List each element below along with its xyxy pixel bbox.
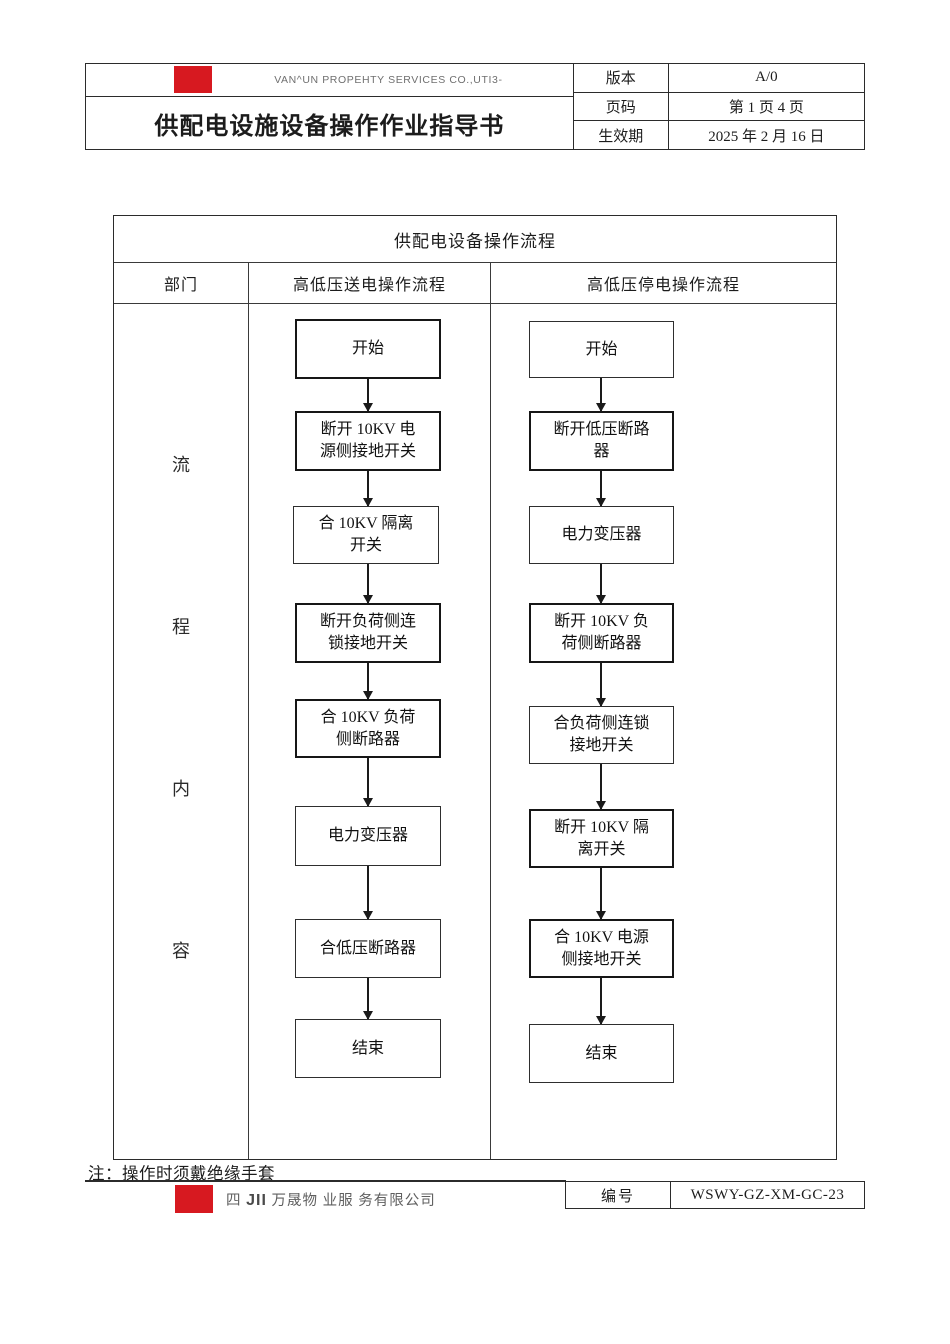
meta-row-version: 版本 A/0 xyxy=(574,64,864,92)
flow-step-box: 合 10KV 负荷侧断路器 xyxy=(295,699,441,758)
main-table: 供配电设备操作流程 部门 高低压送电操作流程 高低压停电操作流程 流 程 内 容… xyxy=(113,215,837,1160)
doc-code-table: 编号 WSWY-GZ-XM-GC-23 xyxy=(565,1181,865,1209)
flow-arrow-down xyxy=(596,978,606,1025)
flowchart-stop: 开始 断开低压断路器 电力变压器 断开 10KV 负荷侧断路器 合负荷侧连锁接地… xyxy=(491,304,836,1159)
footer-company-name: 四 JII 万晟物 业服 务有限公司 xyxy=(226,1189,436,1210)
header-left-section: VAN^UN PROPEHTY SERVICES CO.,UTI3- 供配电设施… xyxy=(86,64,573,149)
header-company-row: VAN^UN PROPEHTY SERVICES CO.,UTI3- xyxy=(86,64,573,97)
flow-step-box: 断开 10KV 隔离开关 xyxy=(529,809,674,868)
flow-arrow-down xyxy=(363,564,373,604)
flow-step-box: 断开 10KV 负荷侧断路器 xyxy=(529,603,674,663)
flow-step-box: 开始 xyxy=(529,321,674,378)
col-header-stop: 高低压停电操作流程 xyxy=(586,277,740,294)
flow-step-box: 断开低压断路器 xyxy=(529,411,674,471)
flow-step-box: 合 10KV 隔离开关 xyxy=(293,506,439,564)
header-meta-section: 版本 A/0 页码 第 1 页 4 页 生效期 2025 年 2 月 16 日 xyxy=(572,64,864,150)
dept-char: 容 xyxy=(172,941,190,961)
flow-table-title: 供配电设备操作流程 xyxy=(114,216,836,263)
footer-company-prefix: 四 xyxy=(226,1193,242,1209)
flow-step-box: 合 10KV 电源侧接地开关 xyxy=(529,919,674,978)
flow-step-box: 断开 10KV 电源侧接地开关 xyxy=(295,411,441,471)
flow-step-box: 合低压断路器 xyxy=(295,919,441,978)
doc-title: 供配电设施设备操作作业指导书 xyxy=(154,112,505,140)
flow-step-box: 结束 xyxy=(529,1024,674,1083)
footer-company-bold: JII xyxy=(246,1192,267,1209)
meta-row-page: 页码 第 1 页 4 页 xyxy=(573,91,864,121)
footer-divider xyxy=(85,1180,566,1182)
flow-arrow-down xyxy=(596,564,606,604)
col-header-dept: 部门 xyxy=(114,263,249,303)
footer-company-suffix: 万晟物 业服 务有限公司 xyxy=(271,1193,436,1209)
flow-table-body: 流 程 内 容 开始 断开 10KV 电源侧接地开关 合 10KV 隔离开关 断… xyxy=(114,304,836,1159)
flow-arrow-down xyxy=(596,868,606,920)
version-label: 版本 xyxy=(574,64,669,92)
col-header-send: 高低压送电操作流程 xyxy=(249,263,491,303)
meta-row-effective: 生效期 2025 年 2 月 16 日 xyxy=(573,120,864,150)
footer-company-logo xyxy=(175,1185,213,1213)
code-value: WSWY-GZ-XM-GC-23 xyxy=(690,1186,845,1203)
flow-arrow-down xyxy=(596,764,606,810)
flow-arrow-down xyxy=(363,758,373,807)
effective-value: 2025 年 2 月 16 日 xyxy=(708,128,825,145)
version-value: A/0 xyxy=(755,69,778,86)
flow-step-box: 断开负荷侧连锁接地开关 xyxy=(295,603,441,663)
header-title-row: 供配电设施设备操作作业指导书 xyxy=(86,97,573,149)
flow-arrow-down xyxy=(596,378,606,412)
company-name-en: VAN^UN PROPEHTY SERVICES CO.,UTI3- xyxy=(274,74,503,86)
flow-step-box: 电力变压器 xyxy=(295,806,441,866)
flow-arrow-down xyxy=(363,866,373,920)
company-logo xyxy=(174,66,212,93)
note-text: 注：操作时须戴绝缘手套 xyxy=(88,1164,275,1183)
flow-step-box: 结束 xyxy=(295,1019,441,1078)
flow-arrow-down xyxy=(596,663,606,707)
flow-step-box: 电力变压器 xyxy=(529,506,674,564)
flow-step-box: 开始 xyxy=(295,319,441,379)
page-value: 第 1 页 4 页 xyxy=(728,100,804,116)
header-table: VAN^UN PROPEHTY SERVICES CO.,UTI3- 供配电设施… xyxy=(85,63,865,150)
code-label: 编号 xyxy=(566,1182,671,1208)
flow-arrow-down xyxy=(596,471,606,507)
flow-table-header: 部门 高低压送电操作流程 高低压停电操作流程 xyxy=(114,263,836,304)
dept-vertical-label: 流 程 内 容 xyxy=(114,304,249,1159)
flowchart-send: 开始 断开 10KV 电源侧接地开关 合 10KV 隔离开关 断开负荷侧连锁接地… xyxy=(249,304,491,1159)
dept-char: 内 xyxy=(172,779,190,799)
flow-step-box: 合负荷侧连锁接地开关 xyxy=(529,706,674,764)
flow-arrow-down xyxy=(363,379,373,412)
effective-label: 生效期 xyxy=(574,121,669,150)
flow-arrow-down xyxy=(363,471,373,507)
dept-char: 流 xyxy=(172,455,190,475)
dept-char: 程 xyxy=(172,617,190,637)
flow-arrow-down xyxy=(363,663,373,700)
page-label: 页码 xyxy=(574,92,669,121)
flow-arrow-down xyxy=(363,978,373,1020)
